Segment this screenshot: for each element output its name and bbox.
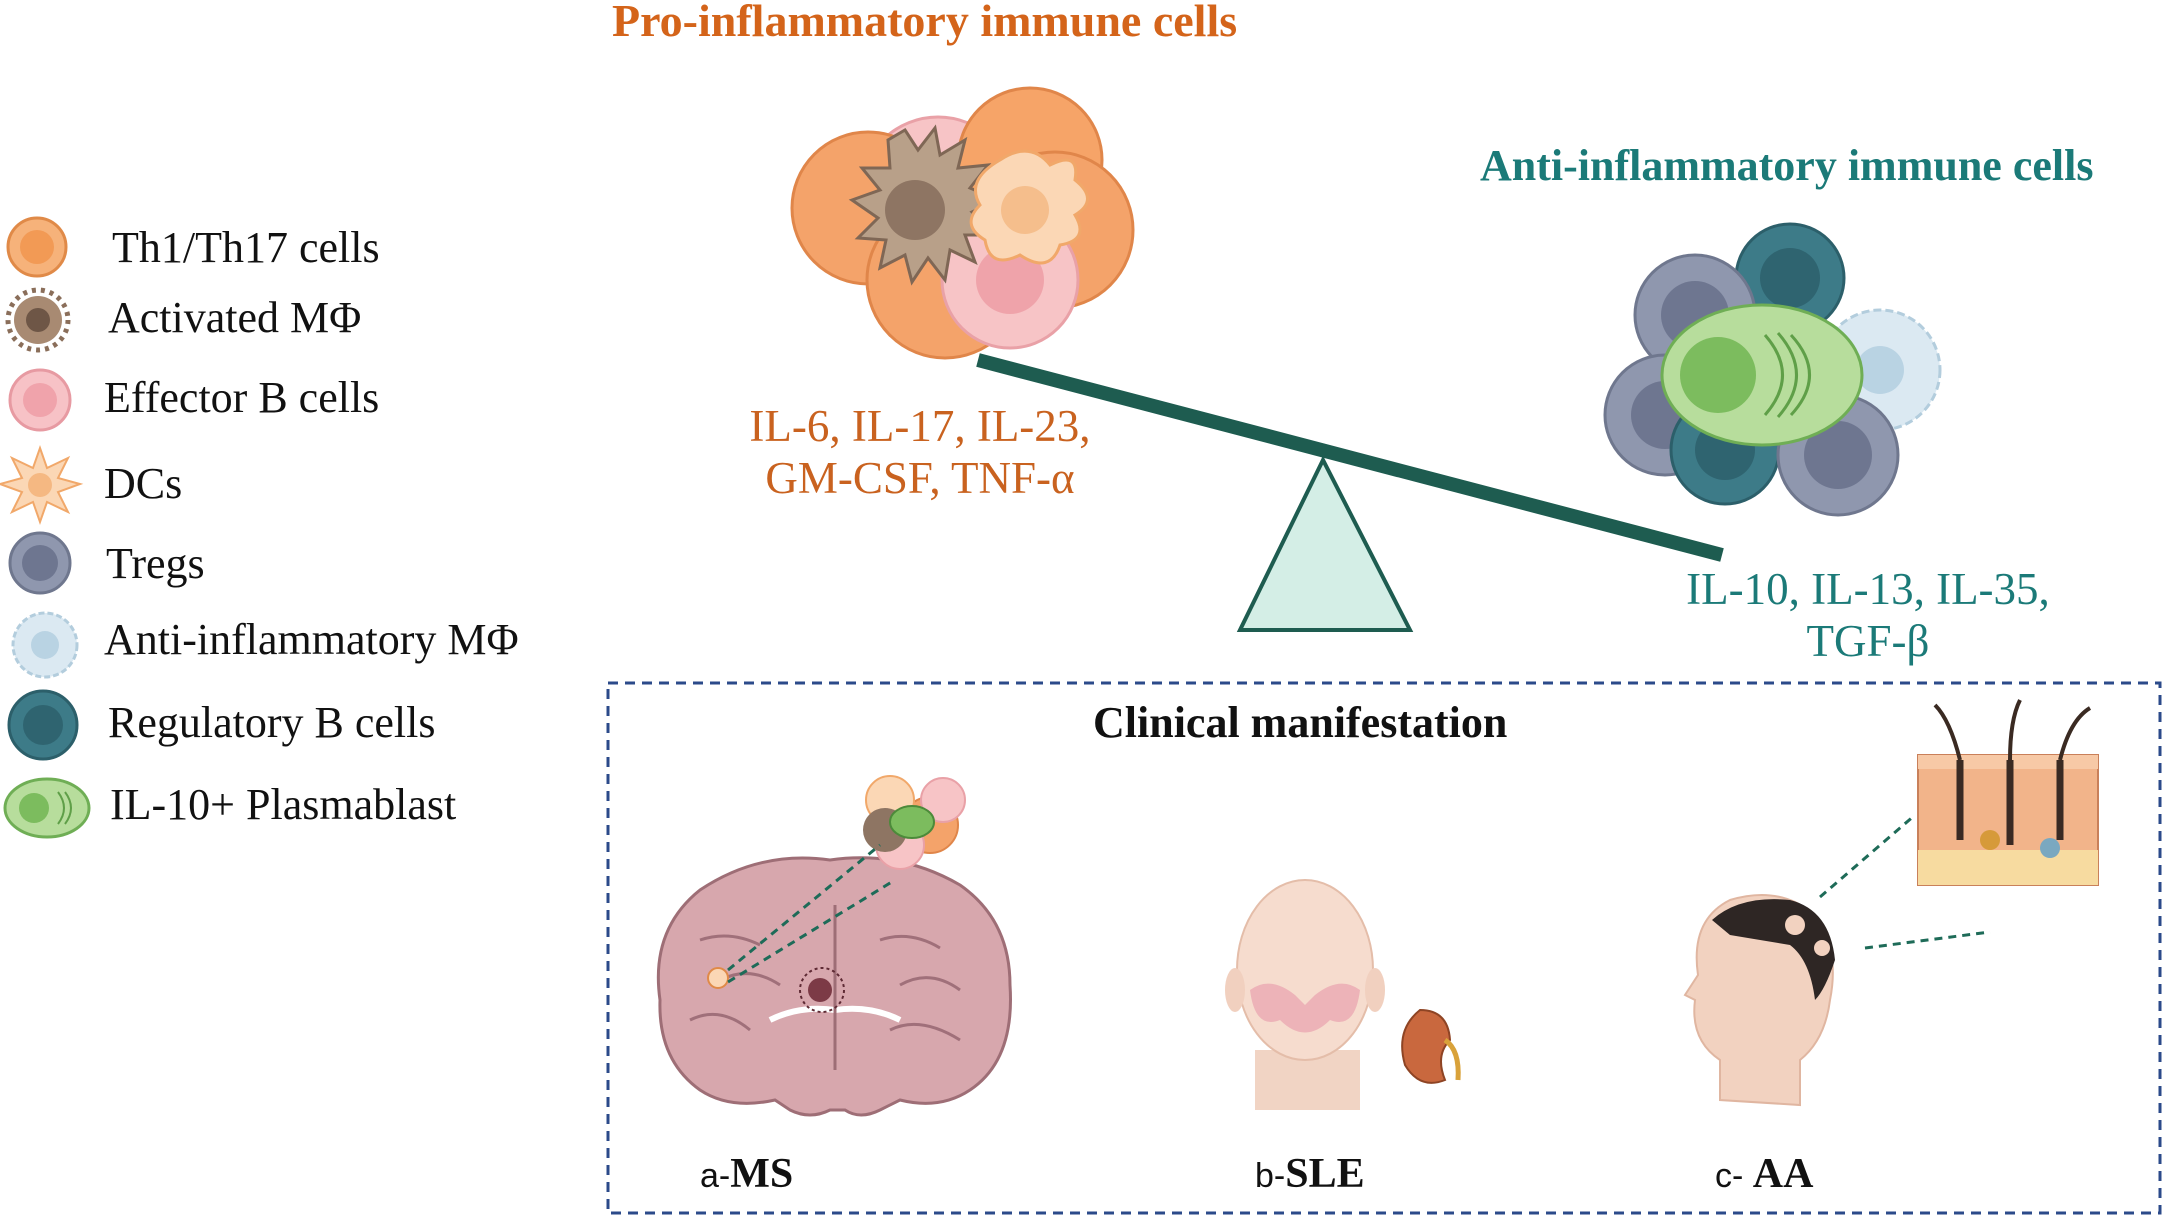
pro-cytokines-line1: IL-6, IL-17, IL-23, [749,401,1091,451]
anti-inflammatory-cell-cluster [1603,222,1942,517]
legend-label-th1-th17: Th1/Th17 cells [112,223,380,272]
mini-immune-cluster [863,775,966,870]
anti-inflammatory-macrophage-icon [11,611,79,679]
pro-cytokines-line2: GM-CSF, TNF-α [765,453,1075,503]
activated-macrophage-icon [5,287,71,353]
clinical-manifestation-title: Clinical manifestation [1093,698,1508,747]
anti-inflammatory-title: Anti-inflammatory immune cells [1480,141,2094,190]
th1-th17-cell-icon [6,216,68,278]
effector-b-cell-icon [8,368,72,432]
legend-label-effector-b: Effector B cells [104,373,380,422]
disease-name-ms: MS [730,1151,794,1197]
brain-illustration [656,856,1012,1117]
pro-cytokines: IL-6, IL-17, IL-23, GM-CSF, TNF-α [740,400,1100,504]
pro-inflammatory-title: Pro-inflammatory immune cells [612,0,1238,46]
zoom-line-ms-2 [727,878,896,984]
skin-hair-follicle-illustration [1917,699,2099,886]
disease-label-ms: a-MS [700,1150,793,1198]
regulatory-b-cell-icon [7,689,79,761]
disease-name-sle: SLE [1285,1151,1365,1197]
clinical-manifestation-box [606,681,2162,1215]
head-profile-illustration [1683,894,1835,1107]
face-illustration [1225,879,1385,1110]
balance-beam [976,353,1724,562]
pro-inflammatory-cell-cluster [790,86,1135,360]
plasmablast-icon [3,777,91,839]
legend-label-dcs: DCs [104,459,183,508]
disease-prefix-aa: c- [1715,1157,1753,1195]
disease-prefix-sle: b- [1255,1157,1286,1195]
legend-label-anti-macrophage: Anti-inflammatory MΦ [104,615,519,664]
disease-label-aa: c- AA [1715,1150,1813,1198]
zoom-line-aa-1 [1819,813,1916,899]
zoom-line-ms-1 [727,843,881,972]
legend-label-tregs: Tregs [106,539,205,588]
anti-cytokines-line2: TGF-β [1806,616,1930,666]
anti-cytokines-line1: IL-10, IL-13, IL-35, [1686,564,2050,614]
legend-label-activated-macrophage: Activated MΦ [108,293,362,342]
fulcrum-triangle [1236,455,1414,632]
legend-label-plasmablast: IL-10+ Plasmablast [110,780,457,829]
anti-cytokines: IL-10, IL-13, IL-35, TGF-β [1668,563,2068,667]
kidney-illustration [1401,1008,1461,1084]
zoom-line-aa-2 [1864,930,1991,950]
disease-label-sle: b-SLE [1255,1150,1365,1198]
disease-prefix-ms: a- [700,1157,731,1195]
treg-cell-icon [8,531,72,595]
disease-name-aa: AA [1752,1151,1814,1197]
legend-label-regulatory-b: Regulatory B cells [108,698,436,747]
dendritic-cell-icon [0,444,84,526]
